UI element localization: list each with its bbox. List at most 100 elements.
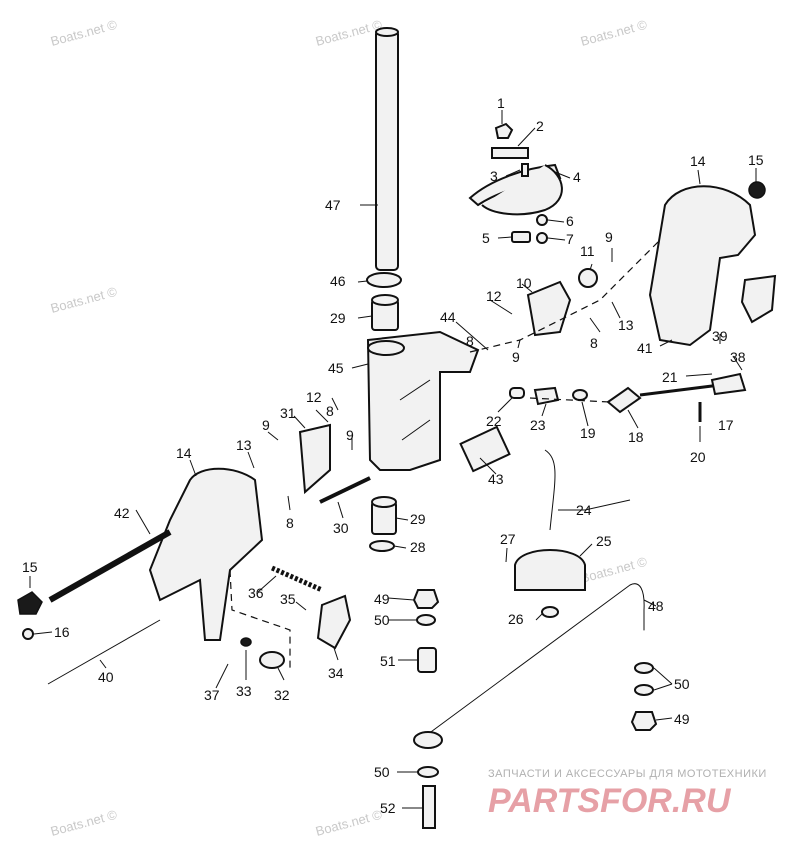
watermark-text: Boats.net ©: [49, 17, 119, 49]
spacer-part: [417, 647, 437, 673]
callout-14: 14: [176, 445, 192, 461]
callout-35: 35: [280, 591, 296, 607]
callout-27: 27: [500, 531, 516, 547]
handle-part: [710, 372, 747, 396]
pin-part: [319, 476, 371, 504]
screw-part: [521, 163, 529, 177]
wire-part: [47, 619, 161, 685]
callout-11: 11: [580, 243, 595, 259]
callout-8: 8: [326, 403, 334, 419]
nut-part: [630, 711, 658, 731]
callout-51: 51: [380, 653, 396, 669]
callout-16: 16: [54, 624, 70, 640]
callout-3: 3: [490, 168, 498, 184]
steering-link-part: [419, 583, 645, 741]
callout-10: 10: [516, 275, 532, 291]
callout-25: 25: [596, 533, 612, 549]
spring-part: [578, 268, 598, 288]
callout-33: 33: [236, 683, 252, 699]
callout-44: 44: [440, 309, 456, 325]
tube-clamp-part: [514, 549, 586, 591]
callout-15: 15: [748, 152, 764, 168]
swivel-tube-part: [375, 27, 399, 271]
watermark-text: Boats.net ©: [49, 807, 119, 839]
callout-29: 29: [330, 310, 346, 326]
assembly-dashes: [229, 239, 661, 668]
callout-42: 42: [114, 505, 130, 521]
nut-part: [541, 606, 559, 618]
callout-49: 49: [674, 711, 690, 727]
callout-30: 30: [333, 520, 349, 536]
callout-18: 18: [628, 429, 644, 445]
washer-part: [572, 389, 588, 401]
swivel-bracket-part: [366, 330, 480, 471]
callout-9: 9: [512, 349, 520, 365]
washer-part: [240, 637, 252, 647]
fitting-part: [509, 387, 525, 399]
callout-6: 6: [566, 213, 574, 229]
promo-logo: PARTSFOR.RU: [488, 782, 732, 820]
callout-8: 8: [466, 333, 474, 349]
callout-4: 4: [573, 169, 581, 185]
lever-part: [316, 594, 352, 650]
clamp-bracket-part: [148, 467, 264, 641]
rod-part: [639, 383, 721, 397]
callout-14: 14: [690, 153, 706, 169]
callout-45: 45: [328, 360, 344, 376]
washer-part: [366, 272, 402, 288]
bolt-part: [422, 785, 436, 829]
callout-1: 1: [497, 95, 505, 111]
tilt-lock-plate-part: [298, 423, 331, 495]
clip-part: [491, 147, 529, 159]
washer-part: [22, 628, 34, 640]
callout-43: 43: [488, 471, 504, 487]
callout-23: 23: [530, 417, 546, 433]
callout-36: 36: [248, 585, 264, 601]
link-rod-part: [544, 449, 556, 531]
callout-34: 34: [328, 665, 344, 681]
callout-8: 8: [286, 515, 294, 531]
callout-52: 52: [380, 800, 396, 816]
clevis-part: [533, 386, 560, 406]
callout-19: 19: [580, 425, 596, 441]
callout-9: 9: [605, 229, 613, 245]
fitting-part: [511, 231, 531, 243]
callout-9: 9: [346, 427, 354, 443]
callout-47: 47: [325, 197, 341, 213]
screw-part: [536, 232, 548, 244]
callout-15: 15: [22, 559, 38, 575]
callout-28: 28: [410, 539, 426, 555]
bolt-part: [48, 529, 172, 603]
callout-12: 12: [306, 389, 322, 405]
leader-lines: [29, 110, 757, 809]
nut-part: [748, 181, 766, 199]
promo-tagline: ЗАПЧАСТИ И АКСЕССУАРЫ ДЛЯ МОТОТЕХНИКИ: [488, 768, 767, 780]
promo-banner: ЗАПЧАСТИ И АКСЕССУАРЫ ДЛЯ МОТОТЕХНИКИ PA…: [488, 768, 767, 820]
nut-part: [412, 589, 440, 609]
callout-31: 31: [280, 405, 296, 421]
callout-22: 22: [486, 413, 502, 429]
washer-part: [417, 766, 439, 778]
bushing-part: [371, 496, 397, 535]
bushing-part: [371, 294, 399, 331]
callout-50: 50: [374, 764, 390, 780]
callout-20: 20: [690, 449, 706, 465]
callout-12: 12: [486, 288, 502, 304]
washer-part: [416, 614, 436, 626]
callout-41: 41: [637, 340, 653, 356]
watermark-text: Boats.net ©: [314, 807, 384, 839]
callout-29: 29: [410, 511, 426, 527]
callout-38: 38: [730, 349, 746, 365]
washer-part: [634, 662, 654, 674]
nut-part: [17, 591, 43, 615]
callout-32: 32: [274, 687, 290, 703]
callout-46: 46: [330, 273, 346, 289]
callout-24: 24: [576, 502, 592, 518]
callout-labels: 1 2 3 4 5 6 7 47 46 29 45 44 8 12 9 10 1…: [22, 95, 764, 816]
lever-part: [606, 386, 642, 414]
callout-5: 5: [482, 230, 490, 246]
tilt-guard-arc-part: [481, 164, 563, 216]
tilt-lock-plate-part: [526, 280, 572, 337]
watermark-text: Boats.net ©: [49, 284, 119, 316]
